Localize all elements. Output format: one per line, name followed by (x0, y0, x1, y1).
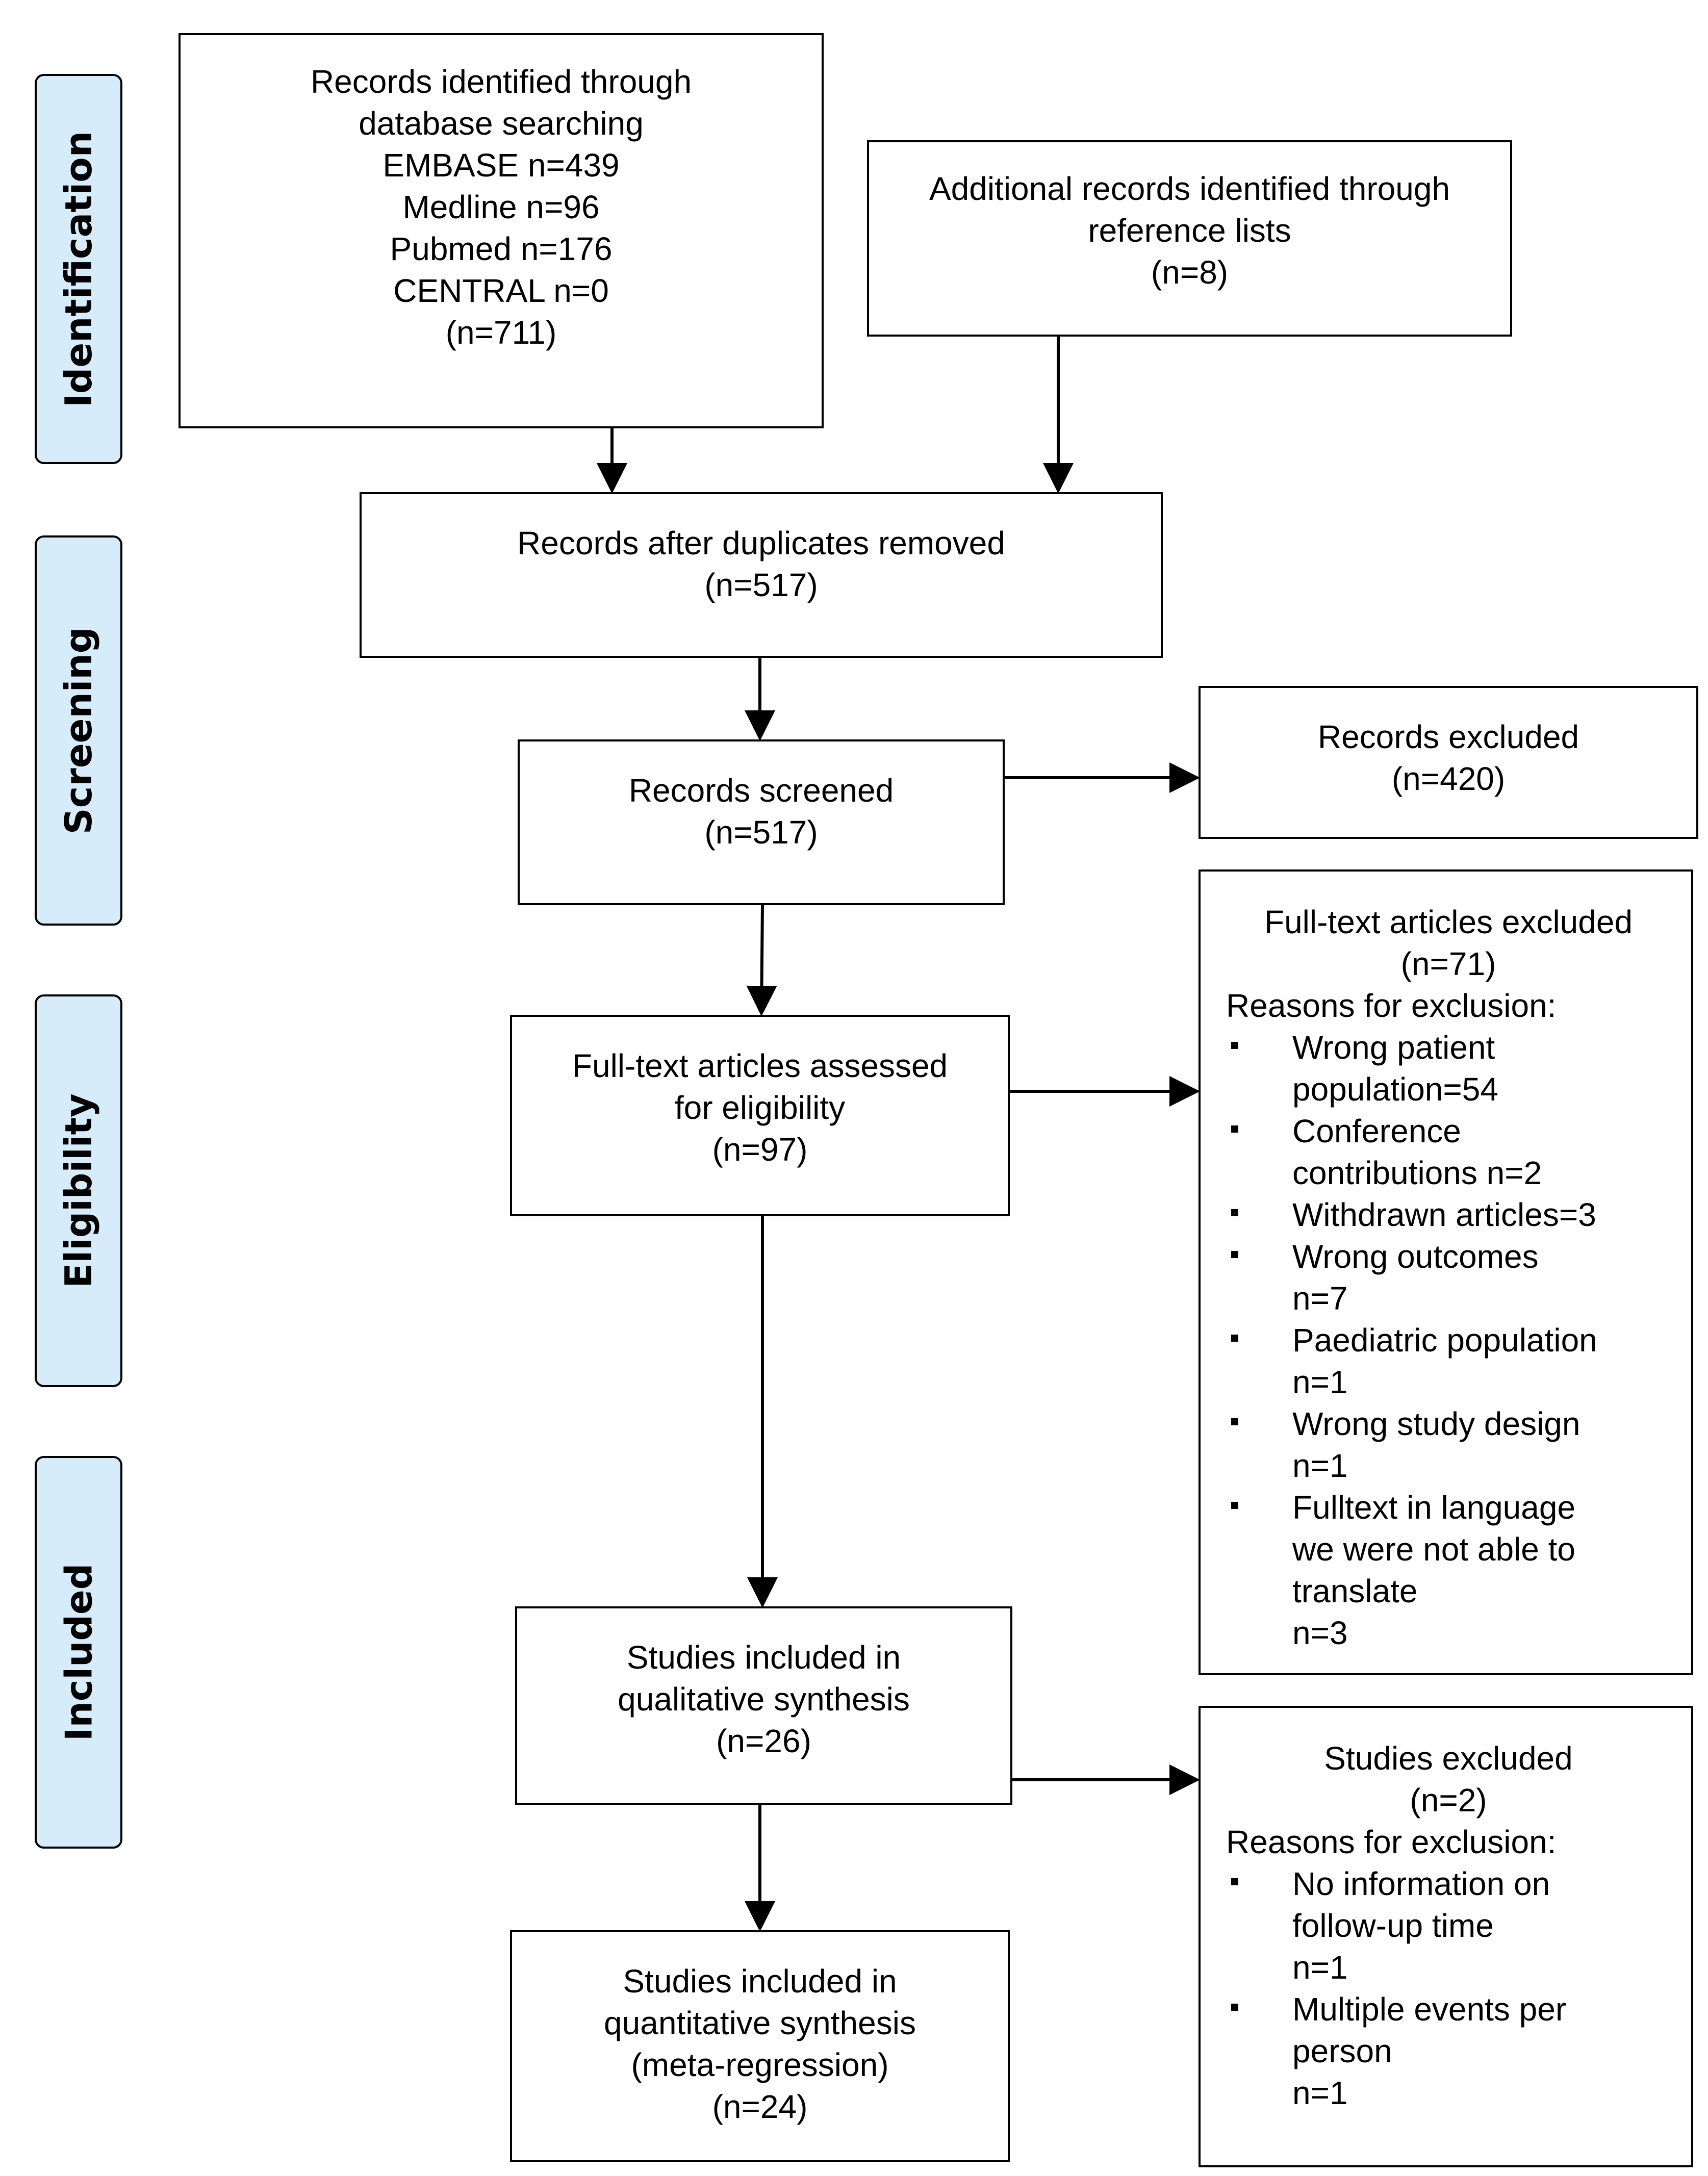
studies-reasons-label: Reasons for exclusion: (1226, 1824, 1557, 1860)
fulltext-assessed-box: Full-text articles assessed for eligibil… (510, 1015, 1010, 1216)
duplicates-removed-line: Records after duplicates removed (517, 525, 1005, 561)
bullet-icon (1231, 1418, 1238, 1425)
reason-text: No information on (1292, 1865, 1550, 1902)
records-identified-line: database searching (359, 105, 644, 142)
fulltext-excluded-title: Full-text articles excluded (1264, 904, 1633, 940)
additional-records-box: Additional records identified through re… (867, 140, 1512, 337)
reason-text: translate (1292, 1573, 1418, 1609)
quantitative-synthesis-box: Studies included in quantitative synthes… (510, 1930, 1010, 2162)
additional-records-line: reference lists (1088, 212, 1291, 249)
qualitative-synthesis-line: Studies included in (626, 1639, 901, 1676)
qualitative-synthesis-line: qualitative synthesis (618, 1681, 910, 1718)
additional-records-line: Additional records identified through (929, 170, 1450, 207)
records-identified-line: CENTRAL n=0 (393, 272, 609, 309)
reason-text: Wrong patient (1292, 1029, 1495, 1066)
reason-text: Withdrawn articles=3 (1292, 1196, 1596, 1233)
records-excluded-line: Records excluded (1317, 719, 1579, 755)
stage-screening: Screening (35, 535, 122, 926)
bullet-icon (1231, 2004, 1238, 2011)
records-identified-line: Pubmed n=176 (390, 231, 613, 267)
reason-text: we were not able to (1292, 1531, 1575, 1568)
arrow-screened-to-fulltext (746, 905, 777, 1016)
reason-text: Wrong outcomes (1292, 1238, 1539, 1275)
reason-text: n=3 (1292, 1615, 1348, 1651)
fulltext-assessed-line: for eligibility (674, 1089, 846, 1126)
fulltext-assessed-line: (n=97) (712, 1131, 808, 1168)
reason-text: n=1 (1292, 2075, 1348, 2111)
studies-excluded-title: Studies excluded (1324, 1740, 1573, 1777)
bullet-icon (1231, 1125, 1238, 1133)
studies-excluded-count: (n=2) (1410, 1782, 1487, 1819)
fulltext-reasons-list: Wrong patient population=54 Conference c… (1226, 1027, 1671, 1654)
records-screened-line: Records screened (628, 772, 894, 809)
fulltext-reasons-label: Reasons for exclusion: (1226, 987, 1557, 1024)
stage-eligibility: Eligibility (35, 994, 122, 1387)
fulltext-excluded-count: (n=71) (1400, 945, 1496, 982)
bullet-icon (1231, 1502, 1238, 1509)
reason-text: Fulltext in language (1292, 1489, 1576, 1526)
bullet-icon (1231, 1042, 1238, 1049)
reason-text: n=1 (1292, 1949, 1348, 1986)
records-screened-line: (n=517) (704, 814, 818, 851)
list-item: Conference contributions n=2 (1226, 1110, 1671, 1194)
studies-excluded-box: Studies excluded (n=2) Reasons for exclu… (1199, 1706, 1693, 2167)
list-item: Wrong outcomes n=7 (1226, 1236, 1671, 1319)
list-item: Fulltext in language we were not able to… (1226, 1487, 1671, 1654)
qualitative-synthesis-box: Studies included in qualitative synthesi… (515, 1606, 1012, 1805)
records-identified-line: (n=711) (445, 314, 557, 351)
reason-text: person (1292, 2033, 1392, 2069)
fulltext-excluded-box: Full-text articles excluded (n=71) Reaso… (1199, 869, 1693, 1675)
quantitative-synthesis-line: Studies included in (623, 1963, 897, 2000)
records-screened-box: Records screened (n=517) (518, 739, 1005, 905)
list-item: No information on follow-up time n=1 (1226, 1863, 1671, 1988)
list-item: Withdrawn articles=3 (1226, 1194, 1671, 1236)
bullet-icon (1231, 1209, 1238, 1216)
stage-identification: Identification (35, 74, 122, 464)
list-item: Multiple events per person n=1 (1226, 1988, 1671, 2114)
qualitative-synthesis-line: (n=26) (716, 1723, 811, 1759)
bullet-icon (1231, 1335, 1238, 1342)
quantitative-synthesis-line: quantitative synthesis (604, 2005, 916, 2041)
reason-text: population=54 (1292, 1071, 1498, 1108)
studies-reasons-list: No information on follow-up time n=1 Mul… (1226, 1863, 1671, 2114)
bullet-icon (1231, 1878, 1238, 1885)
records-identified-line: Records identified through (310, 63, 692, 100)
duplicates-removed-box: Records after duplicates removed (n=517) (360, 492, 1163, 658)
reason-text: Wrong study design (1292, 1405, 1580, 1442)
fulltext-assessed-line: Full-text articles assessed (572, 1047, 948, 1084)
reason-text: n=7 (1292, 1280, 1348, 1317)
reason-text: n=1 (1292, 1447, 1348, 1484)
quantitative-synthesis-line: (n=24) (712, 2088, 808, 2125)
records-identified-line: Medline n=96 (402, 189, 600, 225)
bullet-icon (1231, 1251, 1238, 1258)
records-identified-line: EMBASE n=439 (383, 147, 620, 184)
reason-text: Multiple events per (1292, 1991, 1567, 2028)
reason-text: follow-up time (1292, 1907, 1494, 1944)
records-excluded-line: (n=420) (1391, 760, 1506, 797)
records-excluded-box: Records excluded (n=420) (1199, 686, 1698, 839)
list-item: Wrong study design n=1 (1226, 1403, 1671, 1487)
list-item: Wrong patient population=54 (1226, 1027, 1671, 1110)
list-item: Paediatric population n=1 (1226, 1319, 1671, 1403)
records-identified-box: Records identified through database sear… (179, 33, 824, 428)
reason-text: Conference (1292, 1113, 1461, 1149)
duplicates-removed-line: (n=517) (704, 567, 818, 603)
reason-text: n=1 (1292, 1364, 1348, 1400)
stage-included: Included (35, 1456, 122, 1849)
reason-text: Paediatric population (1292, 1322, 1597, 1359)
additional-records-line: (n=8) (1151, 254, 1229, 291)
reason-text: contributions n=2 (1292, 1155, 1542, 1191)
quantitative-synthesis-line: (meta-regression) (631, 2046, 889, 2083)
